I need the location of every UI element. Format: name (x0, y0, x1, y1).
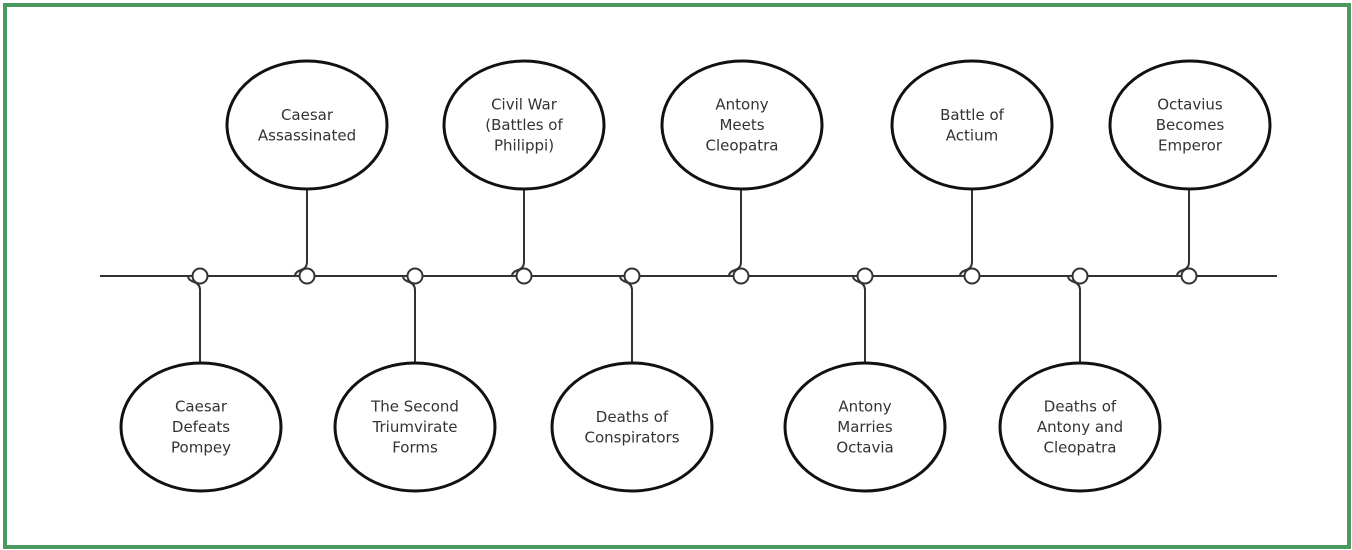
event-label-line: Cleopatra (705, 137, 778, 155)
event-ellipse (550, 361, 714, 493)
timeline-node (515, 267, 533, 285)
event-label-line: Pompey (171, 439, 231, 457)
connector-octavius-becomes-emperor (1176, 189, 1190, 277)
connector-civil-war-philippi (511, 189, 525, 277)
event-label-line: Octavia (836, 439, 893, 457)
event-label-line: Assassinated (258, 126, 356, 144)
event-label-line: Deaths of (1044, 398, 1117, 416)
event-label-line: Civil War (491, 96, 558, 114)
event-label-line: Forms (392, 439, 438, 457)
event-label-line: Becomes (1156, 116, 1225, 134)
timeline-node (191, 267, 209, 285)
timeline-node (1180, 267, 1198, 285)
connector-battle-of-actium (959, 189, 973, 277)
timeline-node (623, 267, 641, 285)
event-label-line: Actium (946, 126, 998, 144)
timeline-lines (100, 189, 1277, 363)
event-label-line: Meets (719, 116, 764, 134)
event-label-line: Antony and (1037, 418, 1123, 436)
event-ellipse (225, 59, 389, 191)
event-label-line: Caesar (281, 106, 334, 124)
event-label-line: The Second (370, 398, 459, 416)
event-label-line: Marries (837, 418, 893, 436)
event-battle-of-actium: Battle of Actium (890, 59, 1054, 191)
connector-second-triumvirate-forms (402, 275, 416, 363)
event-label-line: Triumvirate (372, 418, 458, 436)
timeline-node (1071, 267, 1089, 285)
timeline-nodes (191, 267, 1198, 285)
timeline-node (732, 267, 750, 285)
event-civil-war-philippi: Civil War (Battles of Philippi) (442, 59, 606, 191)
event-label-line: Cleopatra (1043, 439, 1116, 457)
event-label-line: Antony (838, 398, 891, 416)
timeline-node (406, 267, 424, 285)
event-label-line: Philippi) (494, 137, 554, 155)
event-ellipse (333, 361, 497, 493)
event-label-line: Deaths of (596, 408, 669, 426)
connector-antony-marries-octavia (852, 275, 866, 363)
event-label-line: Defeats (172, 418, 230, 436)
event-label-line: Octavius (1157, 96, 1223, 114)
event-ellipse (783, 361, 947, 493)
event-label-line: (Battles of (485, 116, 563, 134)
connector-caesar-defeats-pompey (187, 275, 201, 363)
event-ellipse (119, 361, 283, 493)
connector-deaths-of-conspirators (619, 275, 633, 363)
event-ellipse (1108, 59, 1272, 191)
event-ellipse (998, 361, 1162, 493)
connector-deaths-of-antony-and-cleopatra (1067, 275, 1081, 363)
event-deaths-of-conspirators: Deaths of Conspirators (550, 361, 714, 493)
event-label-line: Battle of (940, 106, 1005, 124)
connector-antony-meets-cleopatra (728, 189, 742, 277)
connector-caesar-assassinated (294, 189, 308, 277)
timeline-node (963, 267, 981, 285)
timeline-node (298, 267, 316, 285)
event-label-line: Antony (715, 96, 768, 114)
event-label-line: Caesar (175, 398, 228, 416)
event-ellipse (660, 59, 824, 191)
timeline-node (856, 267, 874, 285)
event-label-line: Conspirators (584, 428, 679, 446)
event-ellipses: CaesarDefeatsPompeyCaesarAssassinatedThe… (119, 59, 1272, 493)
event-label-line: Emperor (1158, 137, 1223, 155)
event-ellipse (442, 59, 606, 191)
event-ellipse (890, 59, 1054, 191)
